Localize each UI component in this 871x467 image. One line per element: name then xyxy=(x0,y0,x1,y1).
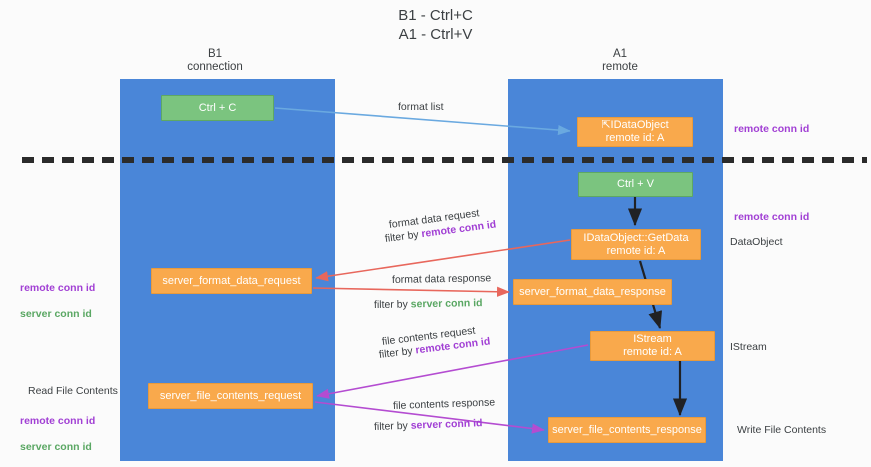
arrow-format-data-response xyxy=(312,286,510,297)
node-server-format-data-request[interactable]: server_format_data_request xyxy=(151,268,312,294)
filter-key-server-conn-id: server conn id xyxy=(410,297,483,311)
node-ctrl-c[interactable]: Ctrl + C xyxy=(161,95,274,121)
filter-key-server-conn-id: server conn id xyxy=(410,417,483,432)
filter-prefix: filter by xyxy=(373,298,411,311)
annotation-left-conn-ids: remote conn id server conn id xyxy=(20,269,95,334)
annotation-left-read-file-contents: Read File Contents xyxy=(28,385,118,397)
node-server-file-contents-request[interactable]: server_file_contents_request xyxy=(148,383,313,409)
node-server-file-contents-response[interactable]: server_file_contents_response xyxy=(548,417,706,443)
filter-prefix: filter by xyxy=(373,419,411,433)
annotation-left-conn-ids-2: remote conn id server conn id xyxy=(20,402,95,467)
column-header-a1: A1 remote xyxy=(602,48,638,73)
edge-label-format-list: format list xyxy=(398,101,444,113)
annotation-left-remote-conn-id-2: remote conn id xyxy=(20,415,96,427)
page-title: B1 - Ctrl+C A1 - Ctrl+V xyxy=(398,7,473,43)
annotation-left-server-conn-id-2: server conn id xyxy=(20,441,92,453)
edge-label-format-data-response-filter: filter by server conn id xyxy=(374,297,483,311)
node-server-format-data-response[interactable]: server_format_data_response xyxy=(513,279,672,305)
annotation-right-remote-conn-id-mid: remote conn id xyxy=(734,211,810,223)
edge-label-file-contents-response: file contents response xyxy=(392,396,496,412)
annotation-left-remote-conn-id: remote conn id xyxy=(20,282,96,294)
node-ctrl-v[interactable]: Ctrl + V xyxy=(578,172,693,197)
annotation-left-server-conn-id: server conn id xyxy=(20,308,92,320)
annotation-right-write-file-contents: Write File Contents xyxy=(737,424,827,436)
node-istream[interactable]: IStream remote id: A xyxy=(590,331,715,361)
edge-label-format-data-response: format data response xyxy=(391,272,492,286)
node-idataobject-getdata[interactable]: IDataObject::GetData remote id: A xyxy=(571,229,701,260)
annotation-right-remote-conn-id-top: remote conn id xyxy=(734,123,810,135)
edge-label-file-contents-response-filter: filter by server conn id xyxy=(374,417,483,433)
node-idataobject[interactable]: ⇱IDataObject remote id: A xyxy=(577,117,693,147)
column-header-b1: B1 connection xyxy=(187,48,243,73)
annotation-right-dataobject: DataObject xyxy=(730,236,783,248)
annotation-right-istream: IStream xyxy=(730,341,767,353)
section-divider xyxy=(22,157,867,163)
